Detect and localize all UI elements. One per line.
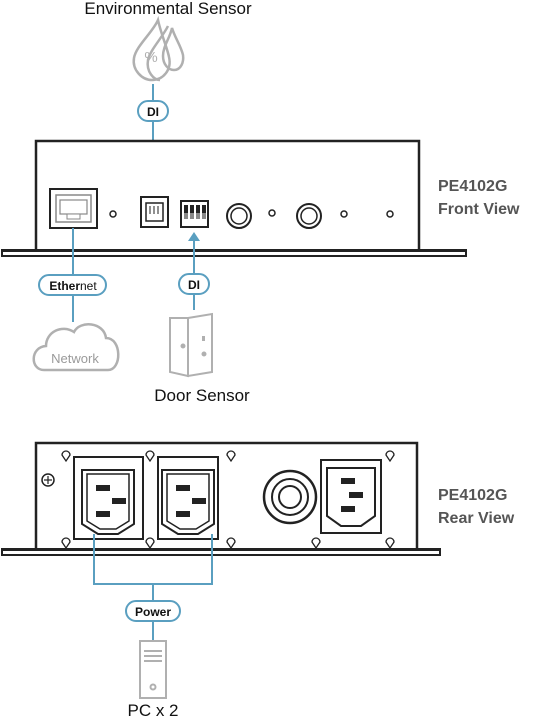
- svg-text:%: %: [144, 49, 157, 66]
- led-1: [109, 210, 117, 218]
- di-top-badge: DI: [137, 100, 169, 122]
- svg-text:Ethernet: Ethernet: [49, 279, 97, 293]
- di-jack: [140, 196, 169, 228]
- pc-label: PC x 2: [127, 701, 178, 720]
- power-inlet: [320, 459, 382, 534]
- environmental-sensor-label: Environmental Sensor: [84, 0, 252, 18]
- humidity-drops-icon: %: [132, 15, 185, 82]
- di-bottom-badge: DI: [178, 273, 210, 295]
- power-outlet-2: [157, 456, 219, 540]
- pc-tower-icon: [139, 640, 167, 699]
- door-sensor-label: Door Sensor: [154, 386, 250, 405]
- ethernet-badge: Ethernet: [38, 274, 107, 296]
- front-panel: [1, 139, 467, 257]
- dip-switch: [180, 200, 209, 228]
- cloud-icon: Network: [32, 323, 120, 372]
- knob-1: [226, 203, 252, 229]
- front-view-label: Front View: [438, 201, 520, 218]
- rear-model-label: PE4102G: [438, 487, 507, 504]
- rear-panel: [1, 441, 441, 556]
- front-model-label: PE4102G: [438, 178, 507, 195]
- mounting-marks: [61, 450, 395, 550]
- led-3: [340, 210, 348, 218]
- power-link: [93, 534, 213, 640]
- rear-view-label: Rear View: [438, 510, 515, 527]
- led-2: [268, 209, 276, 217]
- breaker-knob: [262, 469, 318, 525]
- knob-2: [296, 203, 322, 229]
- ground-screw-icon: [41, 473, 55, 487]
- svg-text:DI: DI: [147, 105, 159, 119]
- svg-text:Power: Power: [135, 605, 171, 619]
- power-outlet-1: [73, 456, 144, 540]
- door-icon: [169, 312, 213, 378]
- ethernet-port: [49, 188, 98, 229]
- di-bottom-link: [188, 232, 200, 310]
- power-badge: Power: [125, 600, 181, 622]
- network-label: Network: [51, 351, 99, 366]
- led-4: [386, 210, 394, 218]
- svg-text:DI: DI: [188, 278, 200, 292]
